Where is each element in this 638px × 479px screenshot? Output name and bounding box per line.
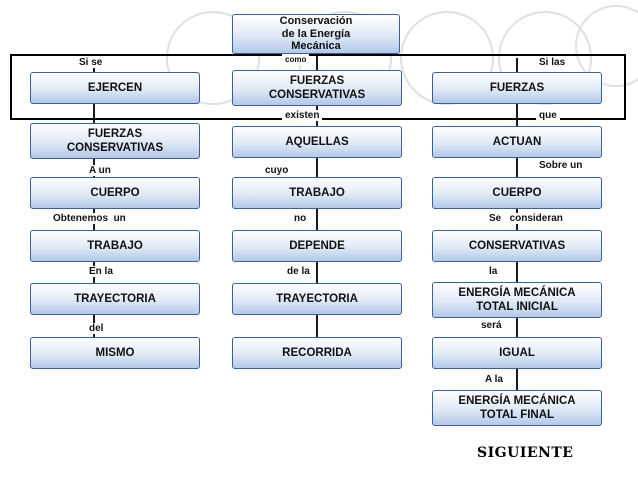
root-node-label: Conservación de la Energía Mecánica [279, 15, 353, 53]
node-label: FUERZAS CONSERVATIVAS [66, 128, 164, 154]
link-label-la: la [486, 266, 501, 277]
decorative-circle [400, 11, 494, 105]
node-mismo[interactable]: MISMO [30, 337, 200, 369]
node-label: TRAYECTORIA [74, 293, 156, 305]
node-ejercen[interactable]: EJERCEN [30, 72, 200, 104]
link-label-como: como [282, 54, 310, 65]
decorative-circle [575, 5, 638, 87]
node-label: FUERZAS [489, 82, 545, 94]
node-label: IGUAL [499, 347, 535, 359]
link-label-sobre-un: Sobre un [536, 160, 586, 171]
node-label: RECORRIDA [282, 347, 352, 359]
node-label: CUERPO [90, 187, 140, 199]
node-label: AQUELLAS [285, 136, 349, 148]
node-conservativas-right[interactable]: CONSERVATIVAS [432, 230, 602, 262]
link-label-del: del [86, 323, 107, 334]
node-actuan[interactable]: ACTUAN [432, 126, 602, 158]
node-recorrida[interactable]: RECORRIDA [232, 337, 402, 369]
node-trayectoria-center[interactable]: TRAYECTORIA [232, 283, 402, 315]
node-label: CUERPO [492, 187, 542, 199]
node-label: TRABAJO [87, 240, 143, 252]
node-label: ENERGÍA MECÁNICA TOTAL FINAL [458, 395, 576, 421]
link-label-de-la: de la [284, 266, 313, 277]
node-depende[interactable]: DEPENDE [232, 230, 402, 262]
node-trayectoria-left[interactable]: TRAYECTORIA [30, 283, 200, 315]
link-label-sera: será [478, 320, 505, 331]
node-energia-mecanica-final[interactable]: ENERGÍA MECÁNICA TOTAL FINAL [432, 390, 602, 426]
link-label-no: no [291, 213, 310, 224]
node-fuerzas-right[interactable]: FUERZAS [432, 72, 602, 104]
node-cuerpo-left[interactable]: CUERPO [30, 177, 200, 209]
node-label: MISMO [95, 347, 135, 359]
node-label: ACTUAN [492, 136, 542, 148]
siguiente-link[interactable]: SIGUIENTE [477, 445, 574, 461]
link-label-obtenemos-un: Obtenemos un [50, 213, 129, 224]
node-label: TRABAJO [289, 187, 345, 199]
link-label-a-la: A la [482, 374, 506, 385]
node-energia-mecanica-inicial[interactable]: ENERGÍA MECÁNICA TOTAL INICIAL [432, 282, 602, 318]
node-cuerpo-right[interactable]: CUERPO [432, 177, 602, 209]
link-label-a-un: A un [86, 165, 114, 176]
link-label-si-las: Si las [536, 57, 569, 68]
node-igual[interactable]: IGUAL [432, 337, 602, 369]
link-label-que: que [536, 110, 560, 121]
link-label-se-consideran: Se consideran [486, 213, 566, 224]
node-label: FUERZAS CONSERVATIVAS [268, 75, 366, 101]
root-node-conservacion-energia[interactable]: Conservación de la Energía Mecánica [232, 14, 400, 54]
node-fuerzas-conservativas-center[interactable]: FUERZAS CONSERVATIVAS [232, 70, 402, 106]
node-label: DEPENDE [289, 240, 345, 252]
node-fuerzas-conservativas-left[interactable]: FUERZAS CONSERVATIVAS [30, 123, 200, 159]
link-label-existen: existen [282, 110, 323, 121]
link-label-si-se: Si se [76, 57, 106, 68]
node-label: ENERGÍA MECÁNICA TOTAL INICIAL [458, 287, 576, 313]
node-trabajo-left[interactable]: TRABAJO [30, 230, 200, 262]
link-label-en-la: En la [86, 266, 116, 277]
decorative-circle [166, 11, 260, 105]
node-label: TRAYECTORIA [276, 293, 358, 305]
node-aquellas[interactable]: AQUELLAS [232, 126, 402, 158]
node-label: CONSERVATIVAS [468, 240, 566, 252]
node-trabajo-center[interactable]: TRABAJO [232, 177, 402, 209]
link-label-cuyo: cuyo [262, 165, 292, 176]
node-label: EJERCEN [87, 82, 143, 94]
